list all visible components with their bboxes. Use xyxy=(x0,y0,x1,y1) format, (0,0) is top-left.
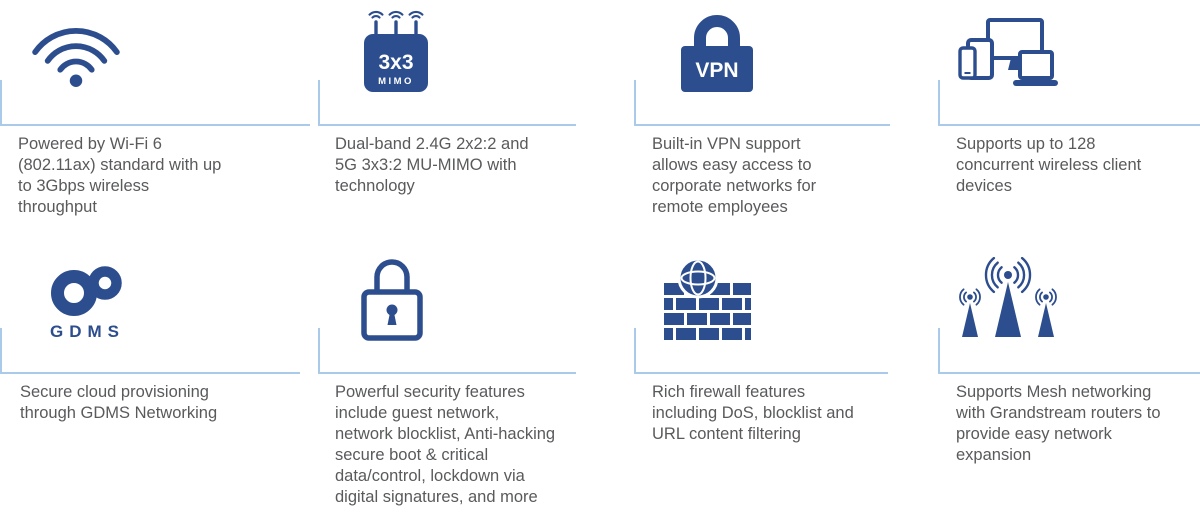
gdms-logo: GDMS xyxy=(36,256,136,342)
vpn-lock-icon: VPN xyxy=(681,15,753,92)
gdms-wordmark: GDMS xyxy=(50,322,125,341)
icon-area: GDMS xyxy=(0,248,318,372)
divider xyxy=(0,328,300,374)
mesh-antennas-icon xyxy=(959,257,1057,337)
gdms-cloud-icon xyxy=(51,266,122,316)
divider xyxy=(938,328,1200,374)
feature-card-mesh: Supports Mesh networking with Grandstrea… xyxy=(938,248,1200,515)
icon-area xyxy=(318,248,634,372)
feature-text: Supports up to 128 concurrent wireless c… xyxy=(956,135,1142,195)
divider xyxy=(634,328,888,374)
feature-card-client-capacity: Supports up to 128 concurrent wireless c… xyxy=(938,0,1200,248)
feature-card-security: Powerful security features include guest… xyxy=(318,248,634,515)
mimo-icon-label-mimo: MIMO xyxy=(378,76,414,87)
feature-card-vpn: VPN Built-in VPN support allows easy acc… xyxy=(634,0,938,248)
feature-text: Rich firewall features including DoS, bl… xyxy=(652,383,854,443)
feature-text: Powerful security features include guest… xyxy=(335,383,556,506)
feature-card-wifi6: Powered by Wi-Fi 6 (802.11ax) standard w… xyxy=(0,0,318,248)
globe xyxy=(677,257,719,299)
feature-text: Built-in VPN support allows easy access … xyxy=(652,135,817,216)
divider xyxy=(634,80,890,126)
mimo-3x3-icon: 3x3 MIMO xyxy=(364,10,428,92)
icon-area xyxy=(0,0,318,124)
feature-card-gdms-cloud: GDMS Secure cloud provisioning through G… xyxy=(0,248,318,515)
icon-area xyxy=(938,0,1200,124)
feature-card-mu-mimo: 3x3 MIMO Dual-band 2.4G 2x2:2 and 5G 3x3… xyxy=(318,0,634,248)
firewall-globe-icon xyxy=(664,257,751,340)
wifi-icon xyxy=(32,28,120,87)
feature-text: Secure cloud provisioning through GDMS N… xyxy=(20,383,218,422)
divider xyxy=(938,80,1200,126)
feature-text: Dual-band 2.4G 2x2:2 and 5G 3x3:2 MU-MIM… xyxy=(335,135,529,195)
client-devices-icon xyxy=(958,18,1058,86)
divider xyxy=(318,328,576,374)
feature-text: Powered by Wi-Fi 6 (802.11ax) standard w… xyxy=(18,135,222,216)
feature-card-firewall: Rich firewall features including DoS, bl… xyxy=(634,248,938,515)
security-padlock-icon xyxy=(361,259,423,341)
icon-area xyxy=(938,248,1200,372)
icon-area: VPN xyxy=(634,0,938,124)
icon-area xyxy=(634,248,938,372)
divider xyxy=(318,80,576,126)
vpn-icon-label: VPN xyxy=(695,59,738,82)
mimo-icon-label-3x3: 3x3 xyxy=(378,51,413,74)
divider xyxy=(0,80,310,126)
icon-area: 3x3 MIMO xyxy=(318,0,634,124)
feature-text: Supports Mesh networking with Grandstrea… xyxy=(956,383,1161,464)
